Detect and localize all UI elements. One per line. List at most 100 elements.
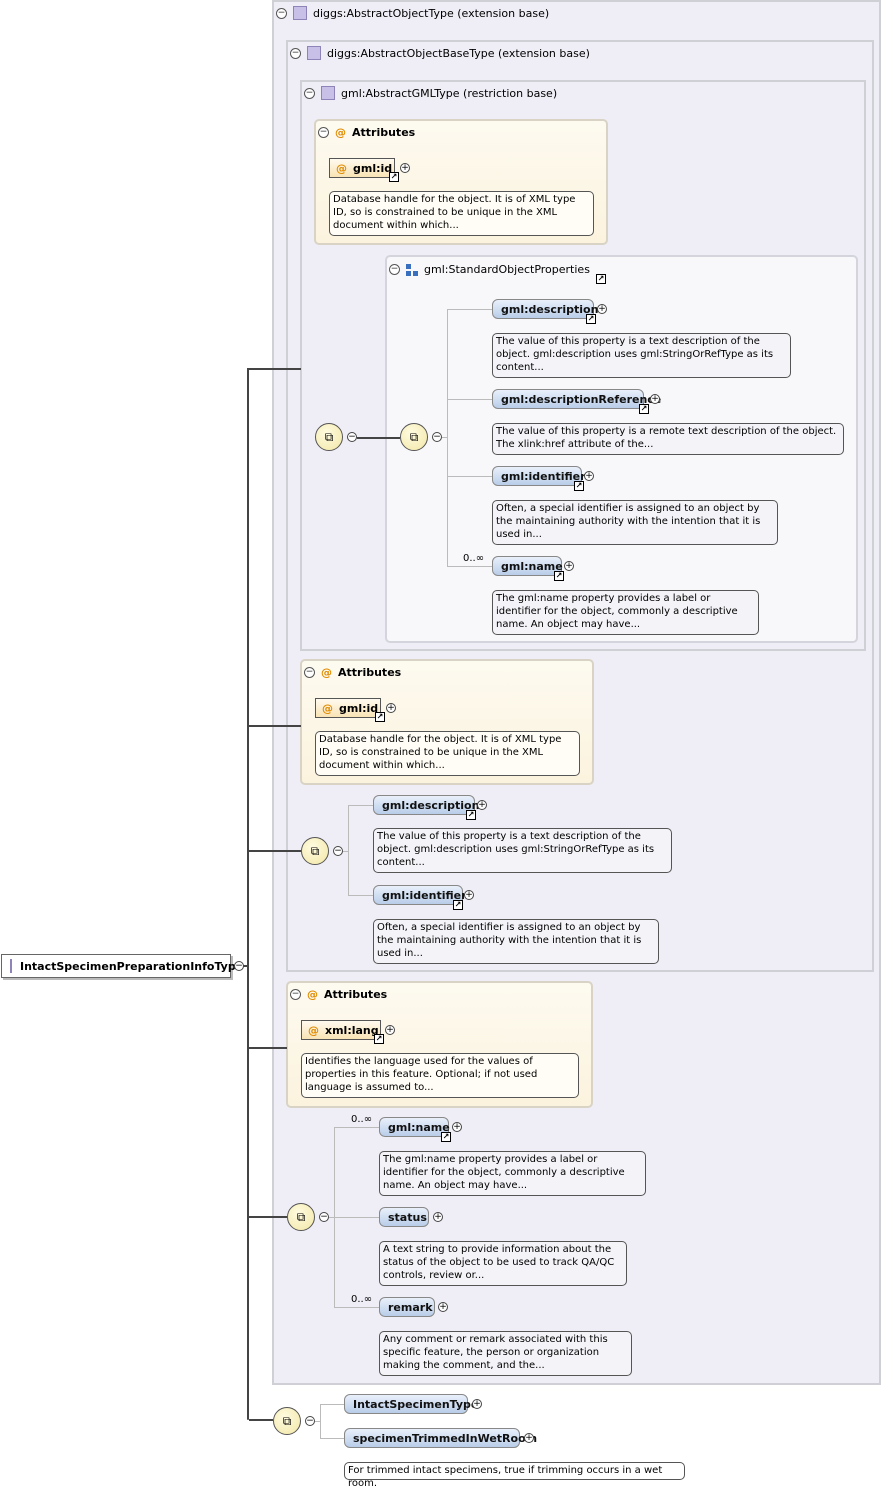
element-gml-description-reference[interactable]: gml:descriptionReference	[492, 389, 661, 409]
attribute-name: gml:id	[353, 161, 393, 175]
documentation: The gml:name property provides a label o…	[492, 590, 759, 635]
expand-icon[interactable]: +	[452, 1122, 462, 1132]
element-status[interactable]: status	[379, 1207, 429, 1227]
element-gml-identifier[interactable]: gml:identifier	[492, 466, 586, 486]
documentation: Identifies the language used for the val…	[301, 1053, 579, 1098]
sequence-icon[interactable]: ⧉	[400, 423, 428, 451]
expand-icon[interactable]: +	[584, 471, 594, 481]
collapse-icon[interactable]: −	[304, 87, 315, 99]
attribute-gml-id[interactable]: @ gml:id	[329, 158, 395, 178]
group-icon	[406, 263, 418, 276]
expand-icon[interactable]: +	[438, 1302, 448, 1312]
collapse-icon[interactable]: −	[432, 432, 442, 442]
expand-icon[interactable]: +	[433, 1212, 443, 1222]
complex-type-icon	[321, 86, 335, 100]
sequence-icon[interactable]: ⧉	[315, 423, 343, 451]
complex-type-icon	[10, 959, 12, 973]
sequence-icon[interactable]: ⧉	[273, 1407, 301, 1435]
attribute-icon: @	[335, 126, 346, 139]
expand-icon[interactable]: +	[564, 561, 574, 571]
reference-arrow-icon[interactable]: ↗	[596, 274, 606, 284]
reference-arrow-icon[interactable]: ↗	[389, 172, 399, 182]
collapse-icon[interactable]: −	[304, 667, 315, 678]
reference-arrow-icon[interactable]: ↗	[453, 900, 463, 910]
collapse-icon[interactable]: −	[234, 961, 244, 971]
panel-abstract-object-type-header[interactable]: − diggs:AbstractObjectType (extension ba…	[276, 6, 549, 20]
reference-arrow-icon[interactable]: ↗	[374, 1034, 384, 1044]
reference-arrow-icon[interactable]: ↗	[375, 712, 385, 722]
collapse-icon[interactable]: −	[318, 127, 329, 138]
expand-icon[interactable]: +	[400, 163, 410, 173]
element-intact-specimen-type[interactable]: IntactSpecimenType	[344, 1394, 478, 1414]
expand-icon[interactable]: +	[597, 304, 607, 314]
attribute-icon: @	[307, 988, 318, 1001]
expand-icon[interactable]: +	[524, 1433, 534, 1443]
expand-icon[interactable]: +	[472, 1399, 482, 1409]
collapse-icon[interactable]: −	[319, 1212, 329, 1222]
expand-icon[interactable]: +	[477, 800, 487, 810]
documentation: Database handle for the object. It is of…	[315, 731, 580, 776]
element-gml-description[interactable]: gml:description	[373, 795, 479, 815]
documentation: Database handle for the object. It is of…	[329, 191, 594, 236]
collapse-icon[interactable]: −	[389, 264, 400, 275]
panel-abstract-object-base-type-header[interactable]: − diggs:AbstractObjectBaseType (extensio…	[290, 46, 590, 60]
collapse-icon[interactable]: −	[290, 47, 301, 59]
expand-icon[interactable]: +	[386, 703, 396, 713]
panel-title: diggs:AbstractObjectType (extension base…	[313, 6, 550, 20]
documentation: The value of this property is a text des…	[373, 828, 672, 873]
sequence-icon[interactable]: ⧉	[287, 1203, 315, 1231]
root-type[interactable]: IntactSpecimenPreparationInfoType	[1, 954, 243, 978]
expand-icon[interactable]: +	[650, 394, 660, 404]
collapse-icon[interactable]: −	[347, 432, 357, 442]
documentation: Any comment or remark associated with th…	[379, 1331, 632, 1376]
attribute-icon: @	[308, 1023, 319, 1037]
attribute-xml-lang[interactable]: @ xml:lang	[301, 1020, 381, 1040]
attribute-name: xml:lang	[325, 1023, 379, 1037]
cardinality-label: 0..∞	[351, 1294, 373, 1305]
documentation: The value of this property is a text des…	[492, 333, 791, 378]
element-specimen-trimmed-in-wet-room[interactable]: specimenTrimmedInWetRoom	[344, 1428, 537, 1448]
standard-object-properties-header[interactable]: − gml:StandardObjectProperties	[389, 263, 590, 276]
element-gml-name[interactable]: gml:name	[492, 556, 563, 576]
attributes-header[interactable]: − @ Attributes	[318, 126, 415, 139]
reference-arrow-icon[interactable]: ↗	[574, 481, 584, 491]
sequence-icon[interactable]: ⧉	[301, 837, 329, 865]
element-gml-description[interactable]: gml:description	[492, 299, 598, 319]
attribute-gml-id[interactable]: @ gml:id	[315, 698, 381, 718]
reference-arrow-icon[interactable]: ↗	[441, 1132, 451, 1142]
panel-title: gml:AbstractGMLType (restriction base)	[341, 86, 558, 100]
documentation: Often, a special identifier is assigned …	[492, 500, 778, 545]
documentation: For trimmed intact specimens, true if tr…	[344, 1462, 685, 1489]
reference-arrow-icon[interactable]: ↗	[639, 404, 649, 414]
attribute-icon: @	[322, 701, 333, 715]
collapse-icon[interactable]: −	[333, 846, 343, 856]
documentation: A text string to provide information abo…	[379, 1241, 627, 1286]
reference-arrow-icon[interactable]: ↗	[554, 571, 564, 581]
element-remark[interactable]: remark	[379, 1297, 435, 1317]
expand-icon[interactable]: +	[385, 1025, 395, 1035]
attributes-label: Attributes	[338, 666, 402, 679]
collapse-icon[interactable]: −	[276, 7, 287, 19]
panel-abstract-gml-type-header[interactable]: − gml:AbstractGMLType (restriction base)	[304, 86, 557, 100]
expand-icon[interactable]: +	[464, 890, 474, 900]
cardinality-label: 0..∞	[351, 1114, 373, 1125]
documentation: The gml:name property provides a label o…	[379, 1151, 646, 1196]
element-gml-name[interactable]: gml:name	[379, 1117, 450, 1137]
attributes-header[interactable]: − @ Attributes	[304, 666, 401, 679]
attributes-label: Attributes	[352, 126, 416, 139]
complex-type-icon	[307, 46, 321, 60]
cardinality-label: 0..∞	[463, 553, 485, 564]
documentation: The value of this property is a remote t…	[492, 423, 844, 455]
element-gml-identifier[interactable]: gml:identifier	[373, 885, 467, 905]
panel-title: diggs:AbstractObjectBaseType (extension …	[327, 46, 590, 60]
reference-arrow-icon[interactable]: ↗	[466, 810, 476, 820]
attributes-label: Attributes	[324, 988, 388, 1001]
attributes-header[interactable]: − @ Attributes	[290, 988, 387, 1001]
collapse-icon[interactable]: −	[305, 1416, 315, 1426]
attribute-icon: @	[321, 666, 332, 679]
group-title: gml:StandardObjectProperties	[424, 263, 590, 276]
reference-arrow-icon[interactable]: ↗	[586, 314, 596, 324]
attribute-name: gml:id	[339, 701, 379, 715]
collapse-icon[interactable]: −	[290, 989, 301, 1000]
documentation: Often, a special identifier is assigned …	[373, 919, 659, 964]
